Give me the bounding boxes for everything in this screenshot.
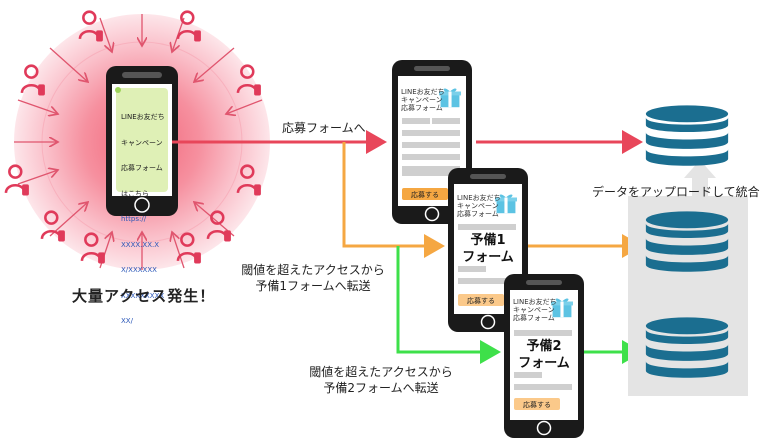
threshold-1-line-2: 予備1フォームへ転送 <box>255 279 371 293</box>
submit-button-reserve-1[interactable]: 応募する <box>467 297 495 305</box>
threshold-2-label: 閾値を超えたアクセスから 予備2フォームへ転送 <box>296 364 466 396</box>
reserve-1-title-line-2: フォーム <box>462 250 514 265</box>
form-phone-reserve-2 <box>504 274 584 438</box>
upload-label: データをアップロードして統合 <box>592 185 760 199</box>
access-surge-label: 大量アクセス発生！ <box>72 287 216 305</box>
form-header-line-2: キャンペーン <box>457 202 499 210</box>
threshold-2-line-1: 閾値を超えたアクセスから <box>309 365 453 379</box>
sms-line-2: キャンペーン <box>121 138 163 147</box>
reserve-2-title: 予備2 フォーム <box>510 338 578 372</box>
form-header-main: LINEお友だち キャンペーン 応募フォーム <box>401 88 445 112</box>
form-header-line-3: 応募フォーム <box>513 314 555 322</box>
form-header-line-1: LINEお友だち <box>457 194 501 202</box>
sms-line-3: 応募フォーム <box>121 164 163 172</box>
sms-line-4: はこちら <box>121 189 149 198</box>
form-header-line-2: キャンペーン <box>513 306 555 314</box>
submit-button-reserve-2[interactable]: 応募する <box>523 401 551 409</box>
form-header-reserve-1: LINEお友だち キャンペーン 応募フォーム <box>457 194 501 218</box>
merge-arrow <box>684 160 716 214</box>
to-form-label: 応募フォームへ <box>282 121 366 135</box>
reserve-2-title-line-1: 予備2 <box>526 339 562 354</box>
sms-line-1: LINEお友だち <box>121 113 165 121</box>
form-header-line-1: LINEお友だち <box>513 298 557 306</box>
threshold-1-label: 閾値を超えたアクセスから 予備1フォームへ転送 <box>228 262 398 294</box>
reserve-1-title: 予備1 フォーム <box>454 232 522 266</box>
route-orange <box>342 142 445 258</box>
sms-phone <box>106 66 178 216</box>
route-green <box>396 246 501 364</box>
submit-button-main[interactable]: 応募する <box>411 191 439 199</box>
sms-link-3[interactable]: X/XXXXXX <box>121 266 157 274</box>
sms-link-5[interactable]: XX/ <box>121 317 133 325</box>
reserve-2-title-line-2: フォーム <box>518 356 570 371</box>
form-header-line-1: LINEお友だち <box>401 88 445 96</box>
reserve-1-title-line-1: 予備1 <box>470 233 506 248</box>
form-header-line-2: キャンペーン <box>401 96 443 104</box>
sms-link-2[interactable]: XXXX.XX.X <box>121 240 160 249</box>
sms-link-1[interactable]: https:// <box>121 215 147 223</box>
form-header-line-3: 応募フォーム <box>457 210 499 218</box>
form-header-line-3: 応募フォーム <box>401 104 443 112</box>
threshold-1-line-1: 閾値を超えたアクセスから <box>241 263 385 277</box>
incoming-arrows <box>14 14 263 270</box>
database-main <box>645 105 729 166</box>
threshold-2-line-2: 予備2フォームへ転送 <box>323 381 439 395</box>
sms-link-4[interactable]: XXXXXXXXX <box>121 291 165 300</box>
sms-message: LINEお友だち キャンペーン 応募フォーム はこちら https:// XXX… <box>121 96 165 334</box>
form-header-reserve-2: LINEお友だち キャンペーン 応募フォーム <box>513 298 557 322</box>
